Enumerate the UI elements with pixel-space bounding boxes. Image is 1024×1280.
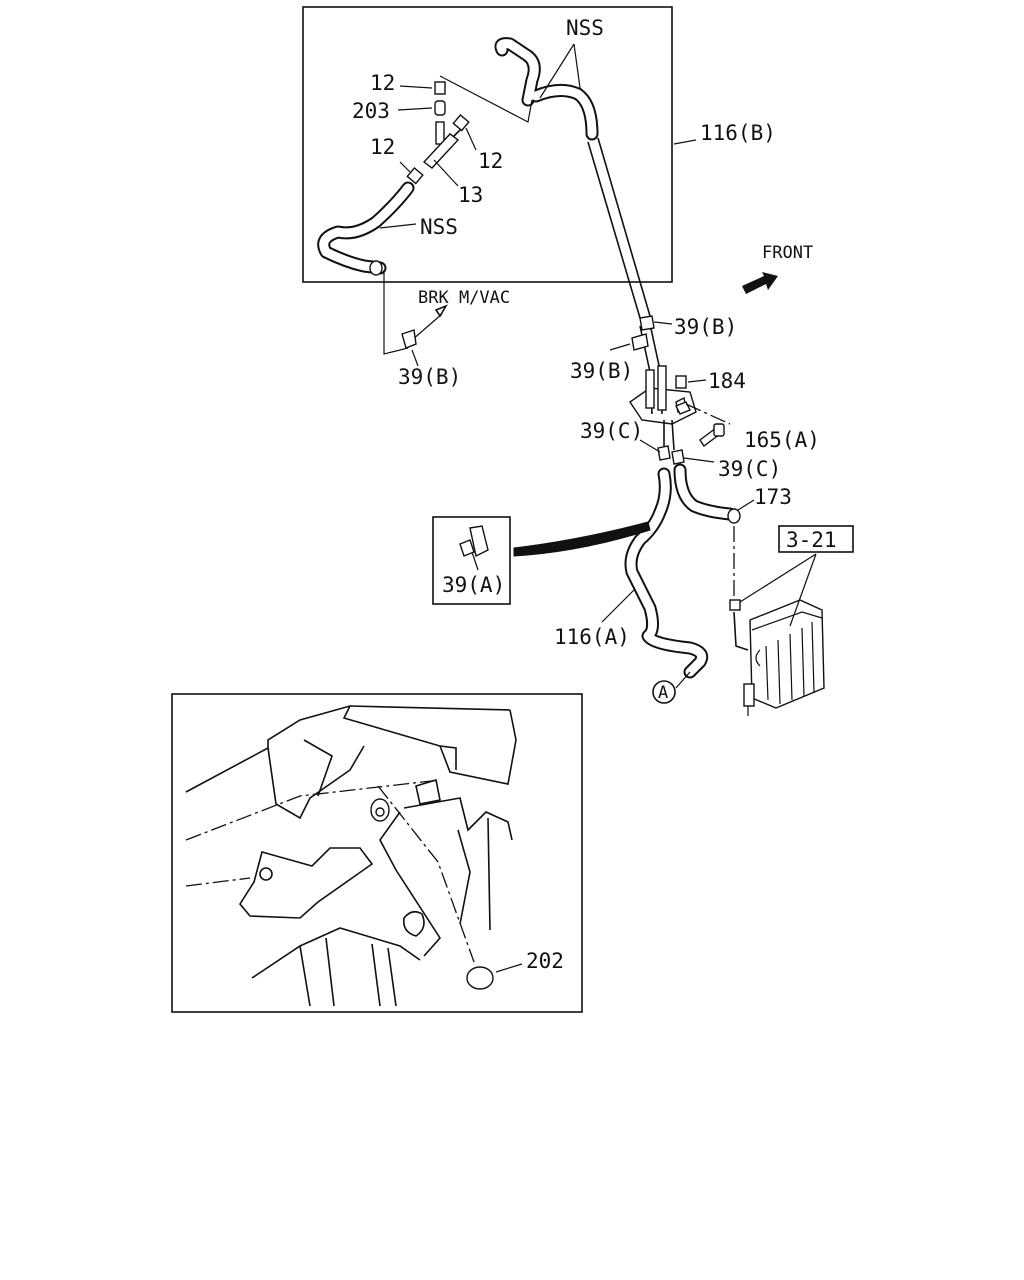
clip-39b-right	[639, 315, 655, 331]
fitting-12-right	[452, 113, 470, 132]
bracket-184	[629, 365, 697, 425]
bolt-165a	[699, 423, 725, 448]
label-116a: 116(A)	[554, 625, 630, 649]
hose-173	[673, 463, 741, 524]
label-173: 173	[754, 485, 792, 509]
label-203: 203	[352, 99, 390, 123]
fitting-203	[434, 100, 446, 116]
label-nss-mid: NSS	[420, 215, 458, 239]
upper-nss-hose	[494, 37, 599, 141]
label-12-top: 12	[370, 71, 395, 95]
ref-circle-a	[652, 680, 676, 704]
fitting-13-tee	[422, 121, 463, 169]
label-39a: 39(A)	[442, 573, 505, 597]
label-39b-right: 39(B)	[674, 315, 737, 339]
fitting-12-top	[434, 81, 446, 95]
canister-3-21	[729, 599, 825, 716]
front-arrow-icon	[742, 272, 778, 294]
label-39b-left: 39(B)	[398, 365, 461, 389]
label-39c-right: 39(C)	[718, 457, 781, 481]
label-12-right: 12	[478, 149, 503, 173]
pipe-116b	[587, 137, 661, 373]
label-front: FRONT	[762, 243, 813, 263]
label-13: 13	[458, 183, 483, 207]
label-ref-a: A	[658, 683, 668, 703]
hose-116a	[624, 467, 709, 679]
fitting-12-left	[406, 166, 424, 185]
clip-39b-left	[401, 329, 417, 349]
label-3-21: 3-21	[786, 528, 837, 552]
ref-box-3-21	[778, 525, 854, 553]
top-inset-box	[302, 6, 673, 283]
label-12-left: 12	[370, 135, 395, 159]
label-165a: 165(A)	[744, 428, 820, 452]
label-39b-center: 39(B)	[570, 359, 633, 383]
lower-nss-hose	[317, 181, 415, 276]
label-202: 202	[526, 949, 564, 973]
label-184: 184	[708, 369, 746, 393]
label-nss-top: NSS	[566, 16, 604, 40]
label-brk-mvac: BRK M/VAC	[418, 288, 510, 308]
bottom-inset-box	[171, 693, 583, 1013]
label-116b: 116(B)	[700, 121, 776, 145]
label-39c-left: 39(C)	[580, 419, 643, 443]
plug-202	[466, 966, 494, 990]
clip-39c-left	[657, 445, 671, 461]
clip-39a-inset	[432, 516, 651, 605]
clip-39c-right	[671, 449, 685, 465]
clip-39b-center	[631, 333, 649, 351]
